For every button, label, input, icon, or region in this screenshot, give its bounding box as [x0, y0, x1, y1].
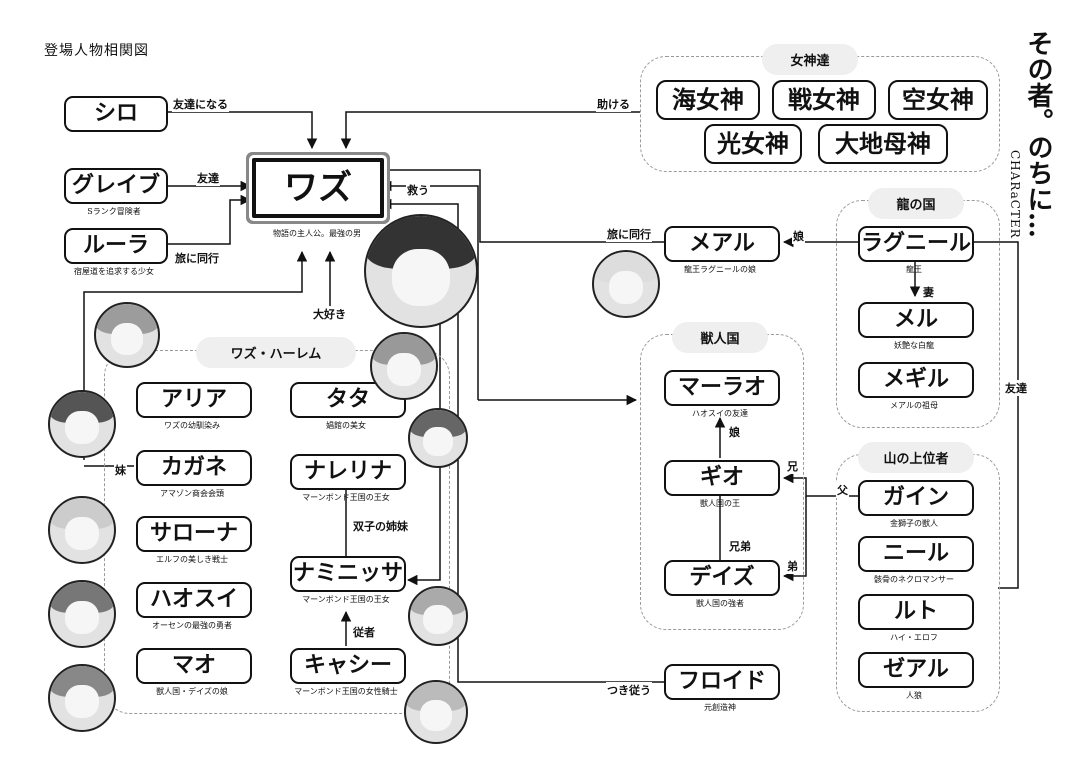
node-nil[interactable]: ニール [858, 536, 974, 572]
desc-sarona: エルフの美しき戦士 [156, 555, 228, 564]
rel-love: 大好き [312, 306, 347, 322]
portrait-kagane [48, 390, 116, 458]
rel-help: 助ける [596, 96, 631, 112]
node-shiro[interactable]: シロ [64, 96, 168, 132]
node-megiru[interactable]: メギル [858, 362, 974, 398]
desc-maraoh: ハオスイの友達 [692, 409, 748, 418]
series-title: その者。のちに… [1023, 30, 1053, 238]
desc-kyashi: マーンボンド王国の女性騎士 [294, 687, 398, 696]
node-lura[interactable]: ルーラ [64, 228, 168, 264]
page-title: 登場人物相関図 [44, 43, 149, 59]
node-light-goddess[interactable]: 光女神 [704, 124, 802, 164]
rel-daughter2: 娘 [728, 424, 741, 440]
desc-haosui: オーセンの最強の勇者 [152, 621, 232, 630]
desc-megiru: メアルの祖母 [890, 401, 938, 410]
node-aria[interactable]: アリア [136, 382, 252, 418]
mountain-label: 山の上位者 [858, 442, 974, 473]
desc-mao: 獣人国・デイズの娘 [156, 687, 228, 696]
desc-waz: 物語の主人公。最強の男 [273, 229, 361, 238]
portrait-meal [592, 250, 660, 318]
node-floyd[interactable]: フロイド [664, 664, 780, 700]
rel-friend2: 友達 [1004, 380, 1028, 396]
rel-friend: 友達 [196, 170, 220, 186]
node-meal[interactable]: メアル [664, 226, 780, 262]
node-war-goddess[interactable]: 戦女神 [772, 80, 876, 120]
desc-gain: 金獅子の獣人 [890, 519, 938, 528]
portrait-sarona [48, 496, 116, 564]
desc-grave: Sランク冒険者 [87, 207, 141, 216]
rel-sister: 妹 [114, 462, 127, 478]
rel-younger-brother: 弟 [786, 558, 799, 574]
node-narelina[interactable]: ナレリナ [290, 454, 406, 490]
node-deiz[interactable]: デイズ [664, 560, 780, 596]
desc-ragnir: 龍王 [906, 265, 922, 274]
node-gain[interactable]: ガイン [858, 480, 974, 516]
node-haosui[interactable]: ハオスイ [136, 582, 252, 618]
desc-mel: 妖艶な白龍 [894, 341, 934, 350]
rel-brothers: 兄弟 [728, 538, 752, 554]
beast-label: 獣人国 [672, 322, 768, 353]
portrait-mao [48, 664, 116, 732]
desc-meal: 龍王ラグニールの娘 [684, 265, 756, 274]
node-ruto[interactable]: ルト [858, 594, 974, 630]
rel-friend-become: 友達になる [172, 96, 229, 112]
rel-wife: 妻 [922, 284, 935, 300]
rel-elder-brother: 兄 [786, 458, 799, 474]
node-kagane[interactable]: カガネ [136, 450, 252, 486]
node-maraoh[interactable]: マーラオ [664, 370, 780, 406]
rel-twins: 双子の姉妹 [352, 518, 409, 534]
portrait-haosui [48, 580, 116, 648]
node-mel[interactable]: メル [858, 302, 974, 338]
desc-zeal: 人狼 [906, 691, 922, 700]
desc-aria: ワズの幼馴染み [164, 421, 220, 430]
harem-label: ワズ・ハーレム [196, 337, 356, 368]
portrait-narelina [408, 408, 468, 468]
portrait-waz [364, 214, 478, 328]
rel-travel2: 旅に同行 [606, 226, 652, 242]
rel-daughter: 娘 [792, 228, 805, 244]
rel-follower: 従者 [352, 624, 376, 640]
node-zeal[interactable]: ゼアル [858, 652, 974, 688]
rel-save: 救う [406, 182, 430, 198]
node-gio[interactable]: ギオ [664, 460, 780, 496]
rel-travel: 旅に同行 [174, 250, 220, 266]
desc-gio: 獣人国の王 [700, 499, 740, 508]
portrait-namiissa [408, 586, 468, 646]
node-ragnir[interactable]: ラグニール [858, 226, 974, 262]
desc-ruto: ハイ・エロフ [890, 633, 938, 642]
node-kyashi[interactable]: キャシー [290, 648, 406, 684]
desc-kagane: アマゾン商会会頭 [160, 489, 224, 498]
node-sky-goddess[interactable]: 空女神 [888, 80, 988, 120]
series-subtitle: CHARaCTER [1008, 150, 1022, 239]
desc-deiz: 獣人国の強者 [696, 599, 744, 608]
portrait-aria [94, 302, 160, 368]
desc-tata: 娼館の美女 [326, 421, 366, 430]
desc-namiissa: マーンボンド王国の王女 [302, 595, 390, 604]
node-grave[interactable]: グレイブ [64, 168, 168, 204]
portrait-kyashi [404, 680, 468, 744]
desc-floyd: 元創造神 [704, 703, 736, 712]
desc-nil: 骸骨のネクロマンサー [874, 575, 954, 584]
node-namiissa[interactable]: ナミニッサ [290, 556, 406, 592]
node-mao[interactable]: マオ [136, 648, 252, 684]
goddesses-label: 女神達 [762, 44, 858, 75]
desc-narelina: マーンボンド王国の王女 [302, 493, 390, 502]
node-waz[interactable]: ワズ [252, 158, 384, 218]
rel-father: 父 [836, 482, 849, 498]
node-sea-goddess[interactable]: 海女神 [656, 80, 760, 120]
portrait-tata [370, 332, 438, 400]
node-tata[interactable]: タタ [290, 382, 406, 418]
dragon-label: 龍の国 [868, 188, 964, 219]
desc-lura: 宿屋道を追求する少女 [74, 267, 154, 276]
node-sarona[interactable]: サローナ [136, 516, 252, 552]
rel-follow: つき従う [606, 682, 652, 698]
node-earth-mother[interactable]: 大地母神 [818, 124, 948, 164]
